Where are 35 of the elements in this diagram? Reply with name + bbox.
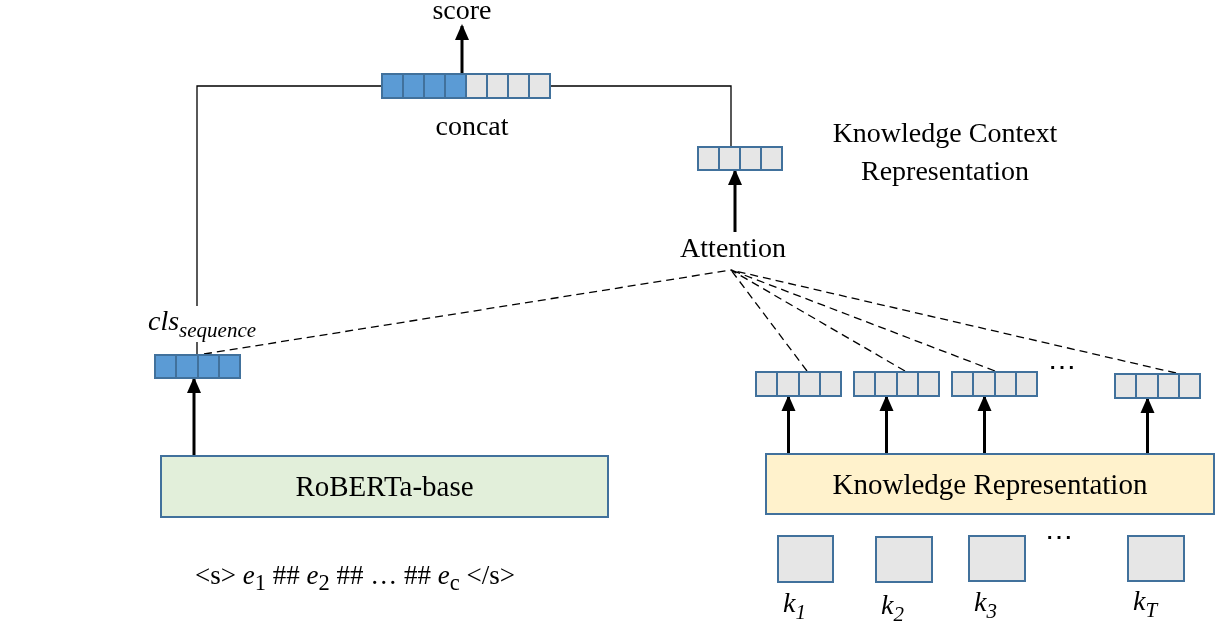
connector-line [550,85,732,147]
arrow [977,395,992,453]
embedding-vector [697,146,783,171]
embedding-vector [755,371,842,397]
input-sequence: <s> e$_{1}$ ## e$_{2}$ ## … ## e$_{c}$ </s> [195,560,515,597]
arrow [781,395,796,453]
attention-line [730,269,1177,374]
embedding-vector [951,371,1038,397]
ellipsis: ⋯ [1045,520,1073,553]
ellipsis: ⋯ [1048,350,1076,383]
node-label: Attention [660,232,806,270]
attention-line [203,269,732,355]
attention-line [730,269,996,372]
knowledge-item-square [968,535,1026,582]
arrow [187,377,201,455]
math-label: cls$_{sequence}$ [148,306,257,342]
caption-label: Knowledge Context Representation [831,116,1059,188]
attention-line [730,269,808,372]
caption-label: concat [434,110,510,142]
model-block: RoBERTa-base [160,455,609,518]
knowledge-item-square [875,536,933,583]
node-label: score [420,0,504,28]
embedding-vector [381,73,551,99]
embedding-vector [154,354,241,379]
arrow [455,24,469,73]
embedding-vector [853,371,940,397]
knowledge-item-square [777,535,834,583]
attention-line [730,269,906,372]
connector-line [196,85,382,355]
embedding-vector [1114,373,1201,399]
arrow [1140,397,1155,453]
knowledge-item-square [1127,535,1185,582]
arrow [879,395,894,453]
model-block: Knowledge Representation [765,453,1215,515]
arrow [728,169,742,232]
